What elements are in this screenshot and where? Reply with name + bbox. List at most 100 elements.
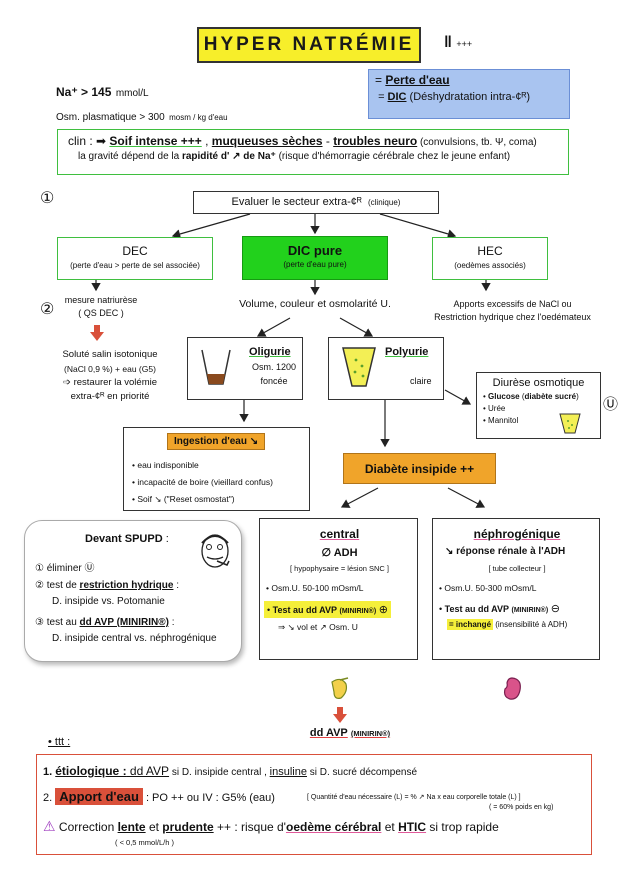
ingestion-box: Ingestion d'eau ↘ • eau indisponible • i…	[123, 427, 310, 511]
s3a: ③ test au	[35, 617, 80, 628]
oligurie-box: Oligurie Osm. 1200 foncée	[187, 337, 303, 400]
hec-sub: (oedèmes associés)	[454, 261, 526, 270]
central-adh: ∅ ADH	[321, 547, 358, 559]
central-test: • Test au dd AVP (MINIRIN®) ⊕	[264, 601, 391, 618]
oligurie-color: foncée	[260, 376, 288, 386]
s2a: ② test de	[35, 580, 80, 591]
ingestion-i3: Soif ↘ ("Reset osmostat")	[137, 494, 235, 504]
inchange: = inchangé	[447, 619, 494, 630]
t1-c: si D. sucré décompensé	[306, 767, 418, 778]
treat-line-1: 1. étiologique : dd AVP si D. insipide c…	[43, 764, 417, 778]
perte-eau: Perte d'eau	[385, 73, 450, 87]
red-down-arrow-1	[90, 325, 104, 346]
t2-num: 2.	[43, 792, 56, 804]
t3-a: Correction	[55, 820, 118, 834]
ingestion-item-2: • incapacité de boire (vieillard confus)	[132, 477, 273, 487]
red-down-arrow-2	[333, 707, 347, 728]
hec-title: HEC	[477, 244, 503, 258]
central-result: ⇒ ↘ vol et ↗ Osm. U	[278, 622, 358, 632]
t1-etio: étiologique :	[55, 764, 127, 778]
t3-prud: prudente	[162, 820, 214, 834]
eq-sign-2: =	[378, 91, 388, 103]
dic-label: DIC	[387, 91, 407, 103]
ingestion-item-3: • Soif ↘ ("Reset osmostat")	[132, 494, 235, 504]
nephro-tube: [ tube collecteur ]	[488, 564, 546, 573]
definition: Na⁺ > 145 mmol/L Osm. plasmatique > 300 …	[56, 83, 228, 125]
t1-ins: insuline	[269, 766, 307, 778]
dic-box: DIC pure (perte d'eau pure)	[242, 236, 388, 280]
oligurie-title: Oligurie	[249, 346, 291, 358]
s2b: restriction hydrique	[79, 580, 174, 591]
osm-threshold: Osm. plasmatique > 300	[56, 112, 165, 123]
dic-sub: (perte d'eau pure)	[283, 260, 347, 269]
natriuresis-line2: ( QS DEC )	[78, 308, 124, 318]
evaluer-sub: (clinique)	[367, 198, 401, 207]
t1-num: 1.	[43, 766, 56, 778]
dec-treatment: Soluté salin isotonique (NaCl 0,9 %) + e…	[48, 348, 172, 404]
beaker-icon	[201, 349, 231, 385]
nephro-osm: • Osm.U. 50-300 mOsm/L	[439, 583, 537, 593]
spupd-step-2: ② test de restriction hydrique :	[35, 580, 179, 591]
dash: -	[322, 134, 334, 148]
troubles-neuro: troubles neuro	[333, 134, 418, 148]
spupd-step-3-desc: D. insipide central vs. néphrogénique	[52, 633, 217, 644]
spupd-step-1: ① éliminer Ⓤ	[35, 563, 95, 574]
nephro-test-text: Test au dd AVP	[444, 604, 509, 614]
volume-label: Volume, couleur et osmolarité U.	[239, 298, 391, 310]
dic-desc: (Déshydratation intra-¢ᴿ)	[406, 91, 531, 103]
diabete-sucre: diabète sucré	[524, 392, 577, 401]
step-2-marker: ②	[40, 301, 55, 318]
t3-htic: HTIC	[398, 820, 427, 834]
ingestion-i1: eau indisponible	[137, 460, 199, 470]
treat-line-2: 2. Apport d'eau : PO ++ ou IV : G5% (eau…	[43, 788, 275, 805]
gravite-c: (risque d'hémorragie cérébrale chez le j…	[275, 151, 511, 162]
treat-rate: ( < 0,5 mmol/L/h )	[115, 838, 174, 847]
nephro-box: néphrogénique ↘ réponse rénale à l'ADH […	[432, 518, 600, 660]
t3-et2: et	[381, 820, 399, 834]
diurese-item-3: • Mannitol	[483, 416, 519, 425]
definition-summary: = Perte d'eau = DIC (Déshydratation intr…	[368, 69, 570, 119]
polyurie-title: Polyurie	[385, 346, 429, 358]
evaluer-box: Evaluer le secteur extra-¢ᴿ (clinique)	[193, 191, 439, 214]
importance-plus: +++	[456, 39, 473, 49]
central-osm: • Osm.U. 50-100 mOsm/L	[266, 583, 364, 593]
dec-title: DEC	[122, 244, 148, 258]
pituitary-icon	[331, 677, 349, 699]
nephro-title: néphrogénique	[473, 527, 561, 541]
gravite-a: la gravité dépend de la	[78, 151, 182, 162]
dd-avp-sub: (MINIRIN®)	[350, 729, 391, 738]
dic-title: DIC pure	[287, 243, 343, 258]
step-1-marker: ①	[40, 190, 55, 207]
diurese-title: Diurèse osmotique	[492, 377, 585, 389]
dec-tt-l1: Soluté salin isotonique	[62, 349, 158, 360]
hec-causes-l2: Restriction hydrique chez l'oedémateux	[434, 312, 591, 322]
clinical-box: clin : ➡ Soif intense +++ , muqueuses sè…	[57, 129, 569, 175]
na-unit: mmol/L	[115, 88, 149, 99]
t3-oed: oedème cérébral	[285, 820, 382, 834]
arrow-down-icon	[333, 707, 347, 723]
spupd-title: Devant SPUPD :	[85, 533, 169, 545]
dec-natriuresis: mesure natriurèse ( QS DEC )	[56, 295, 146, 318]
dd-avp-label: dd AVP (MINIRIN®)	[290, 727, 410, 739]
hec-box: HEC (oedèmes associés)	[432, 237, 548, 280]
natriuresis-line1: mesure natriurèse	[64, 295, 138, 305]
diurese-item-1: • Glucose (diabète sucré)	[483, 392, 579, 401]
plus-icon: ⊕	[378, 604, 388, 616]
central-title: central	[319, 527, 360, 541]
title-note: ǁ +++	[444, 34, 472, 52]
t2-apport: Apport d'eau	[55, 788, 143, 805]
t3-lente: lente	[117, 820, 146, 834]
ingestion-title: Ingestion d'eau ↘	[167, 433, 266, 450]
arrow-down-icon	[90, 325, 104, 341]
hec-causes: Apports excessifs de NaCl ou Restriction…	[425, 298, 600, 324]
spupd-colon: :	[162, 533, 169, 545]
hec-causes-l1: Apports excessifs de NaCl ou	[453, 299, 572, 309]
t3-b: ++ : risque d'	[213, 820, 286, 834]
treat-formula: [ Quantité d'eau nécessaire (L) = % ↗ Na…	[307, 794, 521, 801]
ingestion-item-1: • eau indisponible	[132, 460, 199, 470]
comma: ,	[201, 134, 212, 148]
oligurie-osm: Osm. 1200	[251, 362, 297, 372]
warning-icon: ⚠	[43, 818, 56, 834]
nephro-osm-text: Osm.U. 50-300 mOsm/L	[444, 583, 537, 593]
